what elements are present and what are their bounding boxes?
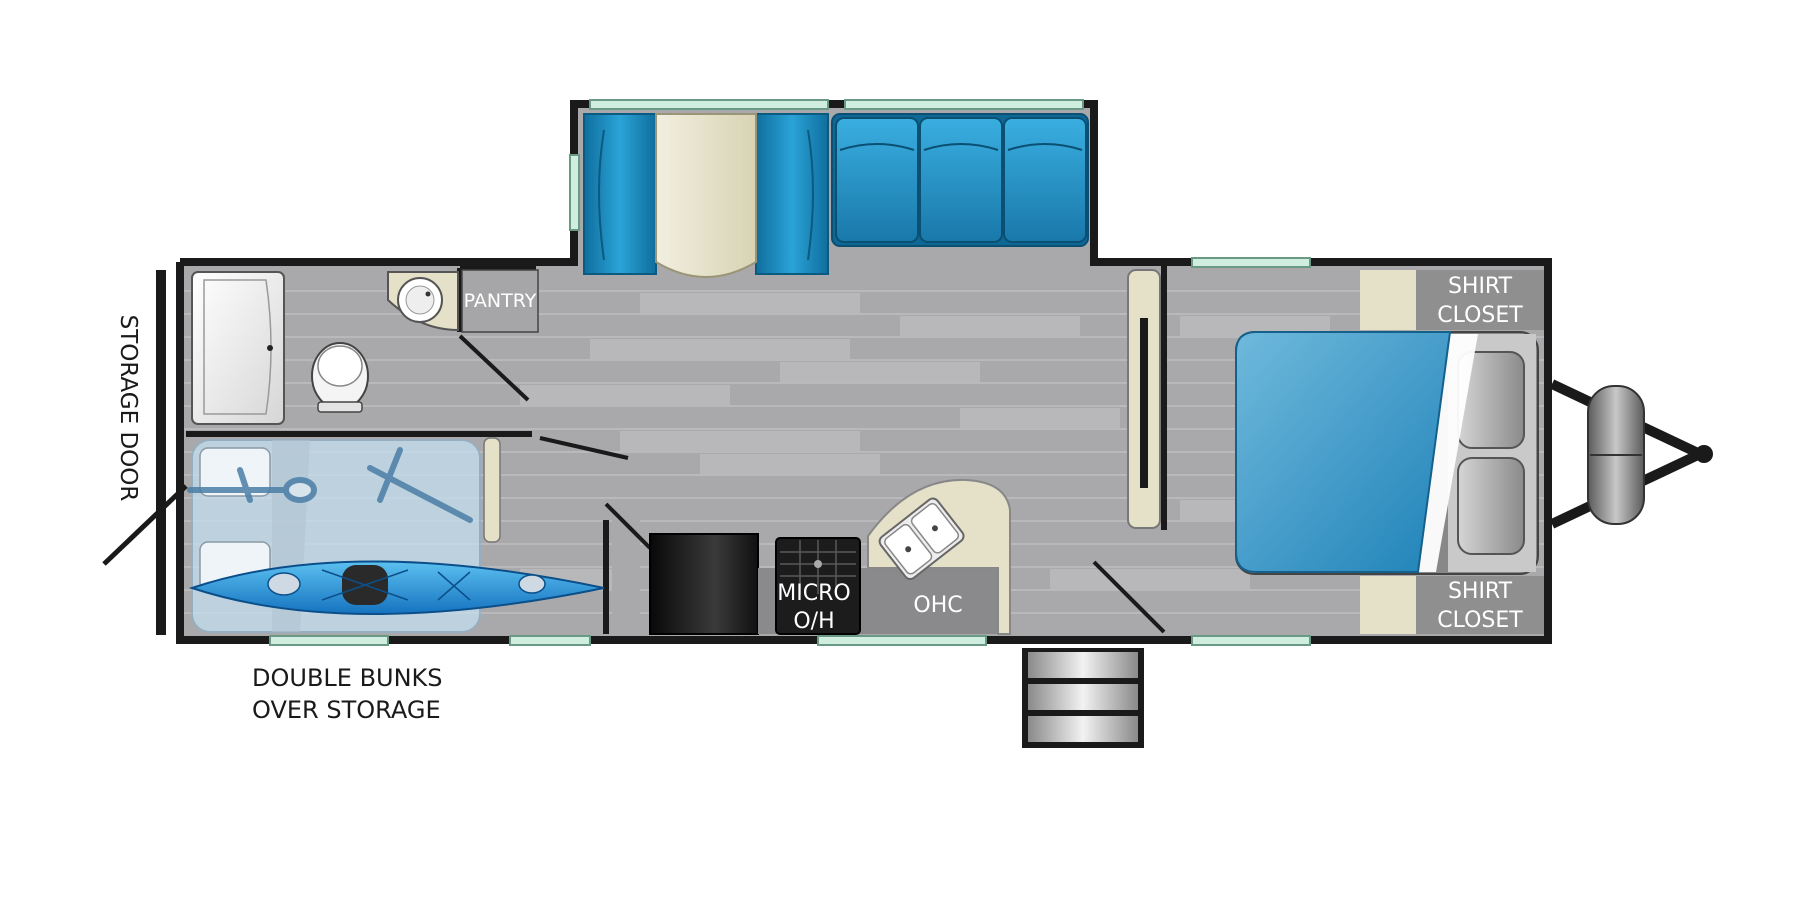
shirt-closet-bottom-label-1: SHIRT: [1448, 579, 1513, 604]
pantry-label: PANTRY: [464, 290, 537, 312]
shirt-closet-top-label-1: SHIRT: [1448, 274, 1513, 299]
hitch: [1549, 379, 1713, 529]
refrigerator: [649, 533, 759, 635]
bunk-area: [187, 437, 605, 633]
kayak: [188, 560, 605, 615]
stovetop: [775, 537, 861, 635]
bunks-label-1: DOUBLE BUNKS: [252, 664, 443, 692]
bunks-label-2: OVER STORAGE: [252, 696, 441, 724]
toilet: [311, 342, 369, 413]
bedroom: [1235, 270, 1544, 634]
window-top-left: [589, 99, 829, 110]
storage-door-frame: [156, 270, 166, 635]
dinette-bench-right: [755, 113, 829, 275]
kitchen-sink: [878, 497, 965, 580]
micro-label-1: MICRO: [777, 581, 850, 606]
window-bunk-1: [269, 635, 389, 646]
shower: [191, 271, 285, 425]
window-kitchen: [817, 635, 987, 646]
bathroom: [191, 271, 530, 425]
windows: [269, 99, 1311, 646]
shirt-closet-top-label-2: CLOSET: [1437, 303, 1523, 328]
entry-steps: [1022, 648, 1144, 748]
micro-label-2: O/H: [793, 609, 834, 634]
storage-door-swing: [102, 484, 188, 566]
dinette-bench-left: [583, 113, 657, 275]
window-top-right: [844, 99, 1084, 110]
shirt-closet-bottom-label-2: CLOSET: [1437, 608, 1523, 633]
bed: [1235, 331, 1539, 575]
dinette-table: [655, 113, 757, 278]
kitchen: [604, 478, 1011, 635]
window-bunk-2: [509, 635, 591, 646]
wardrobe: [1127, 269, 1161, 529]
bathroom-sink: [387, 271, 459, 332]
sofa-cushion-1: [835, 117, 919, 243]
window-bedroom-top: [1191, 257, 1311, 268]
bedroom-door-swing: [1092, 560, 1166, 634]
window-slide-side: [569, 154, 580, 231]
bunk-door-swing: [539, 436, 629, 460]
pantry: [461, 269, 539, 333]
bedspread: [1235, 331, 1452, 573]
bicycle: [187, 447, 473, 523]
interior-walls: [186, 265, 1167, 634]
pillow-2: [1457, 457, 1525, 555]
storage-door-label: STORAGE DOOR: [115, 315, 141, 502]
sofa-cushion-2: [919, 117, 1003, 243]
window-bedroom-bottom: [1191, 635, 1311, 646]
sofa-cushion-3: [1003, 117, 1087, 243]
ohc-label: OHC: [913, 593, 962, 618]
dinette: [583, 113, 829, 278]
sofa: [831, 113, 1089, 247]
